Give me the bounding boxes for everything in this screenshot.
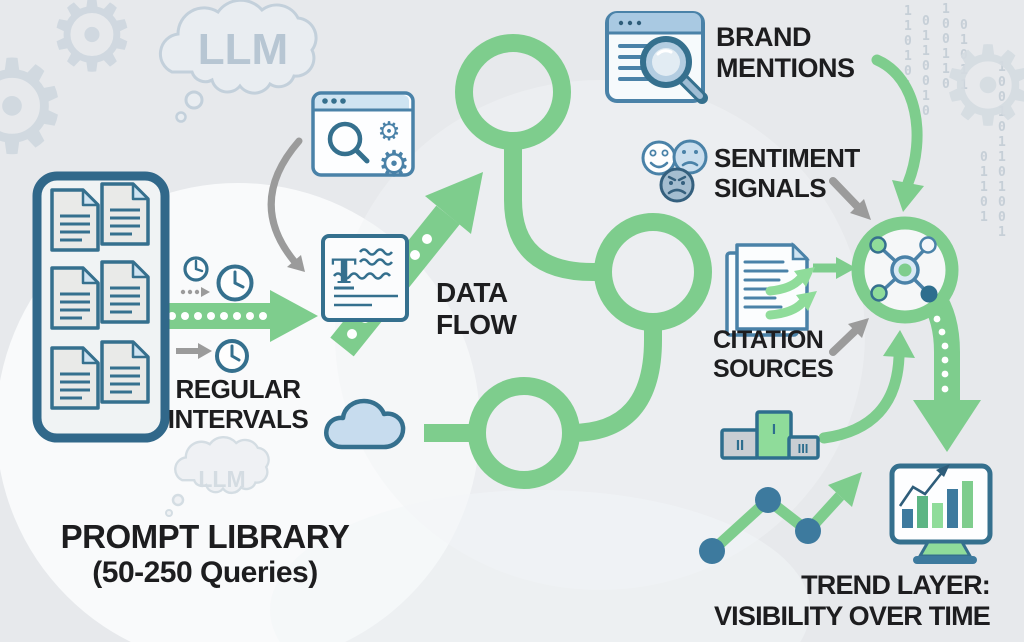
gear-icon: ⚙	[378, 144, 410, 185]
document-icon	[100, 182, 150, 246]
prompt-library-panel	[32, 171, 170, 443]
data-flow-label: DATA FLOW	[436, 277, 517, 341]
binary-column: 0 1 1 0 1	[980, 150, 988, 225]
podium-to-hub-arrow	[818, 330, 915, 444]
regular-intervals-arrow	[163, 290, 318, 342]
sentiment-faces-icon	[641, 139, 708, 203]
text-document-icon: T	[321, 234, 409, 322]
brand-to-hub-arrow	[871, 54, 924, 212]
letter-t: T	[331, 252, 356, 292]
trend-layer-label: TREND LAYER: VISIBILITY OVER TIME	[713, 570, 991, 632]
clock-icon	[183, 256, 209, 282]
brand-mentions-icon	[605, 11, 708, 104]
search-engine-browser-icon: ⚙ ⚙	[311, 91, 415, 185]
gear-icon: ⚙	[47, 0, 137, 94]
gear-icon: ⚙	[377, 117, 400, 147]
gear-icon: ⚙	[0, 31, 70, 183]
regular-intervals-label: REGULAR INTERVALS	[167, 374, 309, 435]
clock-icon	[215, 339, 249, 373]
llm-thought-cloud-top: LLM	[158, 0, 318, 123]
sentiment-to-hub-arrow	[829, 177, 871, 220]
rank-1-label: I	[772, 421, 776, 438]
document-icon	[50, 266, 100, 330]
gray-up-arrow	[829, 318, 869, 356]
document-icon	[100, 260, 150, 324]
prompt-library-title: PROMPT LIBRARY	[60, 518, 350, 555]
bar-chart-icon	[902, 481, 973, 528]
gear-icon: ⚙	[939, 22, 1024, 150]
dashboard-monitor-icon	[889, 463, 993, 564]
angry-face-icon	[659, 167, 695, 203]
brand-mentions-label: BRAND MENTIONS	[716, 22, 855, 84]
citation-sources-label: CITATION SOURCES	[713, 326, 834, 383]
binary-column: 0 1 1 0 0 1 0	[922, 14, 930, 119]
rank-2-label: II	[736, 437, 744, 454]
document-icon	[100, 340, 150, 404]
llm-text: LLM	[198, 466, 245, 492]
pipeline-connector	[570, 322, 662, 442]
citation-to-hub-arrow	[813, 257, 856, 279]
rank-3-label: III	[798, 441, 809, 456]
citation-sources-icon	[725, 241, 817, 337]
llm-thought-cloud-bottom: LLM	[165, 435, 270, 517]
binary-column: 1 0 0 1 0 1 1 0 1 0 0 1	[998, 60, 1006, 240]
browser-to-document-arrow	[267, 137, 305, 272]
podium-ranking-icon: II I III	[720, 410, 820, 460]
dotted-mini-arrow	[180, 287, 210, 297]
document-icon	[50, 346, 100, 410]
export-arrows-icon	[765, 267, 817, 320]
gray-mini-arrow	[176, 343, 212, 359]
binary-column: 0 1 0 1 1	[960, 18, 968, 93]
binary-column: 1 0 0 1 1 0	[942, 2, 950, 92]
hub-network-node	[851, 216, 959, 324]
clock-icon	[216, 264, 254, 302]
cloud-icon	[324, 398, 406, 450]
prompt-library-subtitle: (50-250 Queries)	[92, 556, 318, 589]
pipeline-connector	[504, 141, 603, 281]
sentiment-signals-label: SENTIMENT SIGNALS	[714, 143, 860, 204]
document-icon	[50, 188, 100, 252]
pipeline	[424, 34, 712, 489]
trend-line-chart-icon	[699, 472, 862, 564]
llm-text: LLM	[198, 25, 288, 74]
